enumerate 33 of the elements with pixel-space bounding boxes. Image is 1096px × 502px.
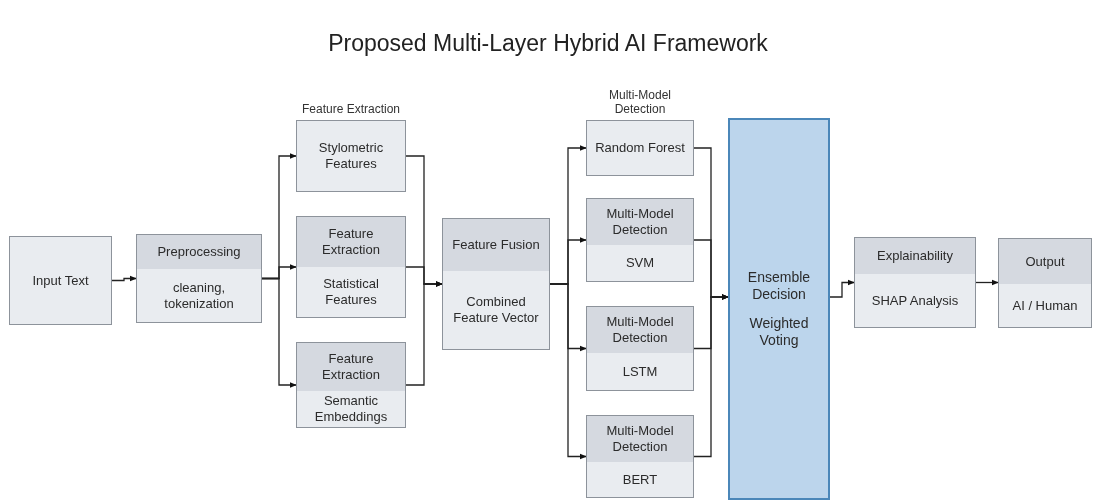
box-heading: Feature Extraction: [321, 226, 381, 258]
box-label: Random Forest: [594, 140, 686, 156]
arrow: [549, 283, 587, 460]
box-heading: Feature Extraction: [321, 351, 381, 383]
arrow: [405, 281, 443, 386]
arrow: [975, 279, 999, 286]
box-heading: Multi-Model Detection: [605, 206, 675, 238]
box-label: Combined Feature Vector: [452, 294, 540, 326]
arrow: [111, 275, 137, 282]
box-label: Semantic Embeddings: [313, 393, 389, 425]
box-label: BERT: [621, 471, 659, 488]
box-heading: Output: [1024, 253, 1066, 270]
arrow: [829, 279, 855, 298]
column-heading: Feature Extraction: [300, 100, 401, 118]
column-heading: Multi-Model Detection: [608, 87, 672, 118]
arrow: [261, 277, 297, 388]
box-heading: Multi-Model Detection: [605, 423, 675, 455]
box-label: AI / Human: [1011, 297, 1079, 314]
box-heading: Ensemble Decision: [746, 269, 812, 303]
box-heading: Preprocessing: [156, 244, 242, 260]
arrow: [693, 294, 729, 458]
box-label: Stylometric Features: [317, 140, 385, 172]
box-label: Input Text: [31, 272, 90, 289]
box-label: Statistical Features: [322, 276, 380, 308]
box-label: SVM: [624, 255, 656, 271]
box-heading: Multi-Model Detection: [605, 314, 675, 346]
box-label: cleaning, tokenization: [163, 279, 235, 312]
box-label: Weighted Voting: [748, 315, 810, 349]
box-heading: Feature Fusion: [451, 237, 541, 253]
box-heading: Explainability: [876, 248, 954, 264]
diagram-title: Proposed Multi-Layer Hybrid AI Framework: [328, 30, 768, 57]
box-label: LSTM: [621, 363, 659, 380]
box-label: SHAP Analysis: [870, 292, 960, 309]
